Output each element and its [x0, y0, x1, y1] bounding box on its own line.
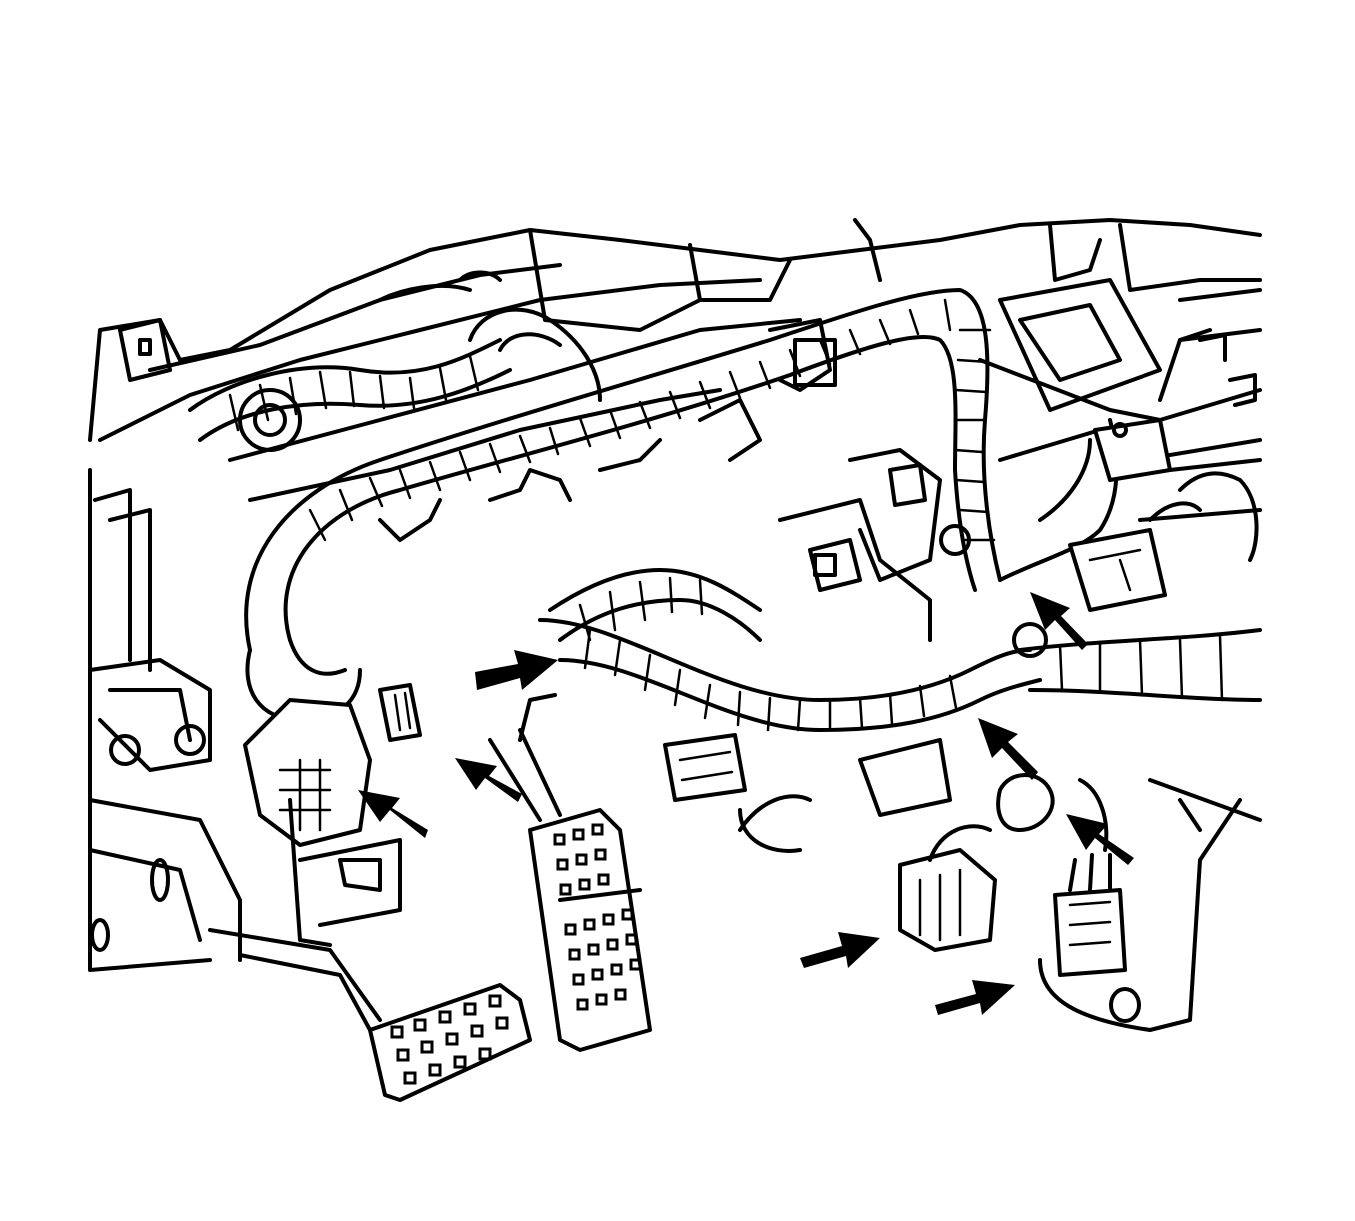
- lower-connector-right: [1053, 888, 1127, 977]
- right-harness-branch: [998, 328, 1259, 582]
- arrow-to-pedal-bracket: [475, 650, 558, 690]
- center-connector: [663, 733, 747, 802]
- brake-pedal-grip: [390, 994, 509, 1085]
- arrow-to-lower-connector-right: [935, 980, 1015, 1015]
- right-upper-connector: [1068, 528, 1167, 612]
- main-wiring-harness: [244, 288, 1262, 732]
- arrow-to-lower-connector-left: [800, 932, 880, 968]
- arrow-to-left-connector: [358, 790, 428, 838]
- brake-pedal: [208, 798, 532, 1102]
- lower-dash-support: [88, 318, 402, 972]
- arrow-to-main-junction: [1030, 592, 1088, 650]
- pedal-bracket-connector: [378, 683, 422, 742]
- left-harness-connector: [243, 698, 372, 847]
- connectors: [243, 528, 1262, 1032]
- upper-harness-left: [188, 270, 602, 452]
- accelerator-pedal-grip: [553, 823, 642, 1011]
- arrow-to-harness-branch: [1066, 814, 1134, 865]
- accelerator-pedal: [488, 693, 652, 1052]
- callout-arrows: [358, 592, 1134, 1015]
- arrow-to-harness-clip: [978, 718, 1038, 780]
- lower-connector-left: [898, 848, 997, 952]
- arrow-to-brake-switch: [455, 758, 522, 802]
